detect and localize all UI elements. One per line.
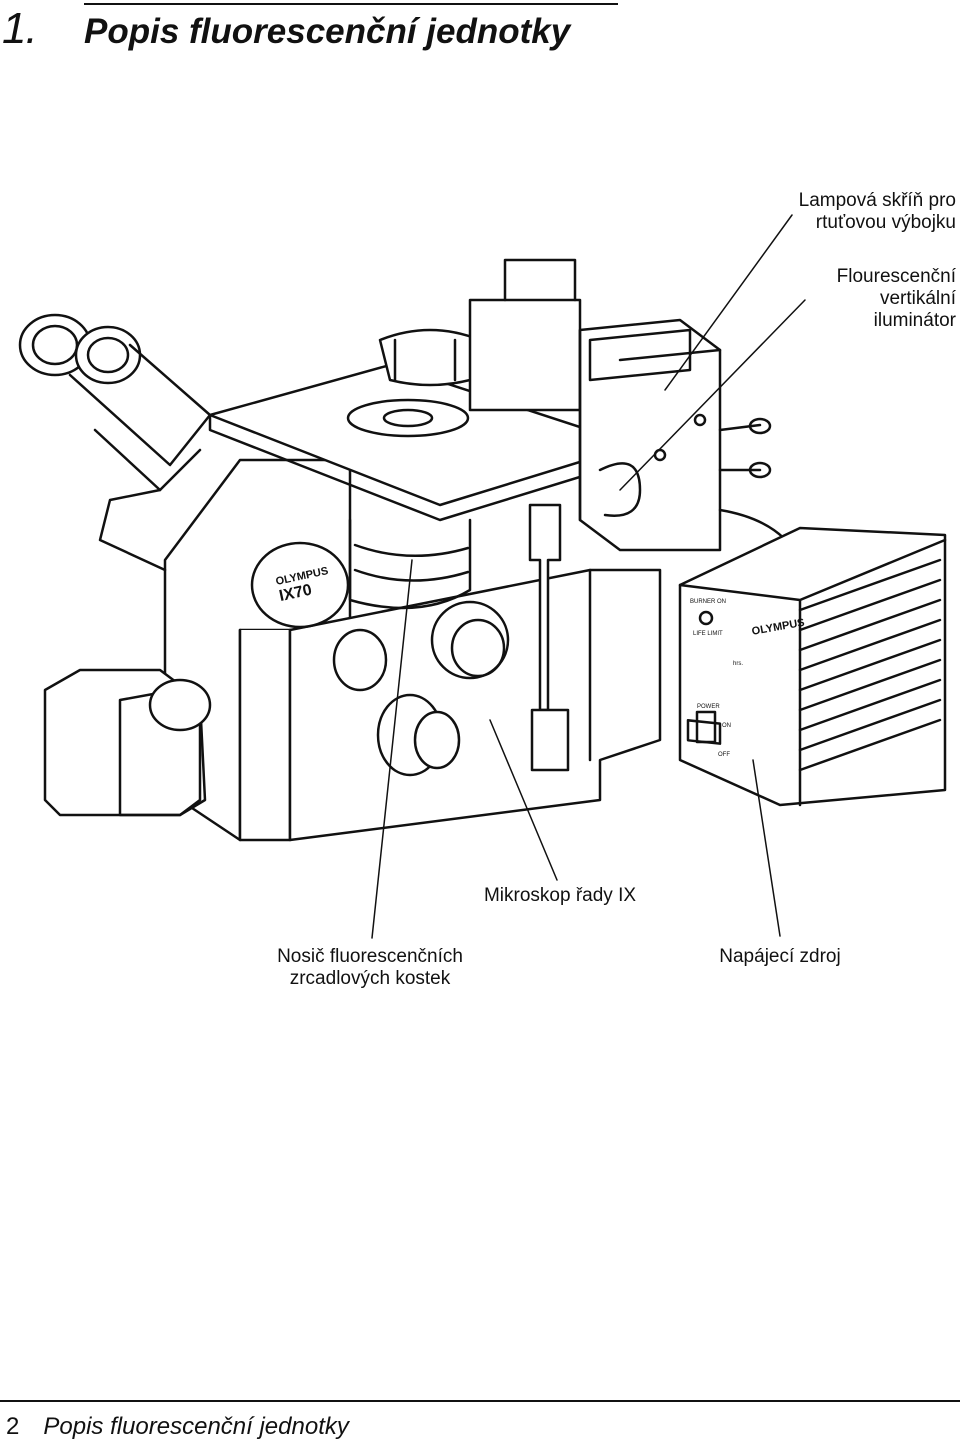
body-logo-plate bbox=[250, 541, 350, 629]
callout-leaders bbox=[371, 214, 806, 939]
section-number: 1. bbox=[2, 4, 38, 53]
label-microscope: Mikroskop řady IX bbox=[483, 885, 637, 906]
power-supply-unit bbox=[678, 526, 947, 807]
label-power-supply: Napájecí zdroj bbox=[719, 946, 841, 967]
label-cube-carrier: Nosič fluorescenčních zrcadlových kostek bbox=[277, 946, 463, 989]
power-label-burner: BURNER ON bbox=[690, 599, 726, 605]
power-label-off: OFF bbox=[718, 752, 730, 758]
label-lamp-housing: Lampová skříň pro rtuťovou výbojku bbox=[798, 190, 956, 233]
lamp-housing bbox=[578, 318, 772, 552]
power-label-life: LIFE LIMIT bbox=[693, 631, 723, 637]
section-heading: 1. Popis fluorescenční jednotky bbox=[0, 0, 640, 60]
camera bbox=[43, 668, 212, 817]
section-title: Popis fluorescenční jednotky bbox=[84, 12, 571, 51]
label-vertical-illuminator: Flourescenční vertikální iluminátor bbox=[836, 266, 956, 331]
page-number: 2 bbox=[6, 1413, 20, 1440]
body-model-text: IX70 bbox=[278, 582, 314, 605]
microscope-base-block bbox=[288, 568, 662, 842]
power-label-hrs: hrs. bbox=[733, 661, 743, 667]
eyepiece-tubes bbox=[18, 313, 212, 572]
page-footer: 2 Popis fluorescenční jednotky bbox=[6, 1413, 349, 1441]
footer-title: Popis fluorescenční jednotky bbox=[43, 1413, 349, 1440]
footer-rule bbox=[0, 1400, 960, 1402]
heading-rule bbox=[84, 3, 618, 5]
power-label-power: POWER bbox=[697, 704, 720, 710]
power-label-on: ON bbox=[722, 723, 731, 729]
focus-knobs bbox=[332, 600, 510, 777]
